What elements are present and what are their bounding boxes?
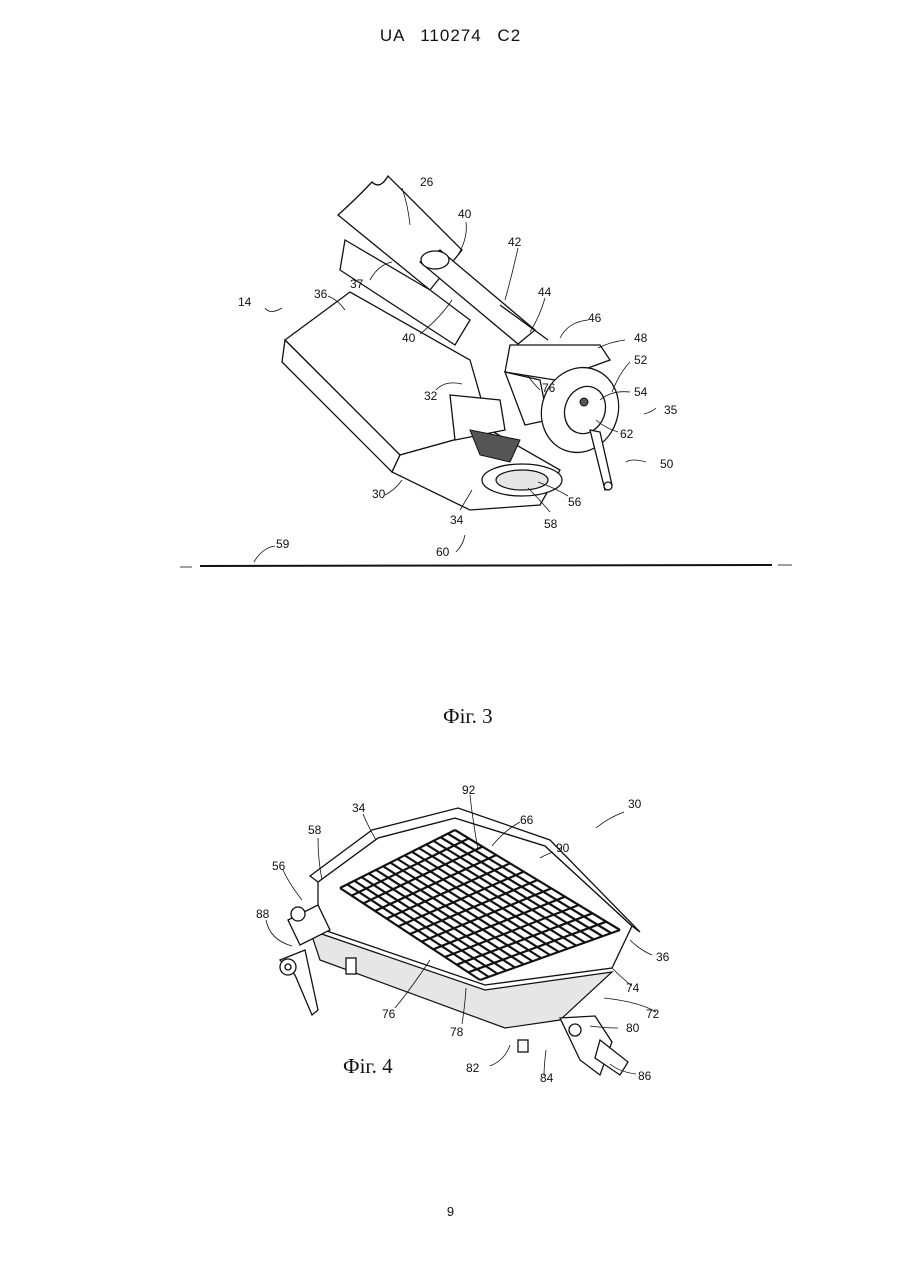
label-30: 30	[628, 797, 642, 811]
label-82: 82	[466, 1061, 480, 1075]
label-36: 36	[656, 950, 670, 964]
label-72: 72	[646, 1007, 660, 1021]
label-66: 66	[520, 813, 534, 827]
label-88: 88	[256, 907, 270, 921]
figure-4-caption: Фіг. 4	[343, 1054, 393, 1079]
label-78: 78	[450, 1025, 464, 1039]
page-number: 9	[0, 1204, 901, 1219]
label-90: 90	[556, 841, 570, 855]
label-86: 86	[638, 1069, 652, 1083]
label-74: 74	[626, 981, 640, 995]
label-34: 34	[352, 801, 366, 815]
label-80: 80	[626, 1021, 640, 1035]
label-76: 76	[382, 1007, 396, 1021]
label-58: 58	[308, 823, 322, 837]
label-56: 56	[272, 859, 286, 873]
label-92: 92	[462, 783, 476, 797]
label-84: 84	[540, 1071, 554, 1085]
